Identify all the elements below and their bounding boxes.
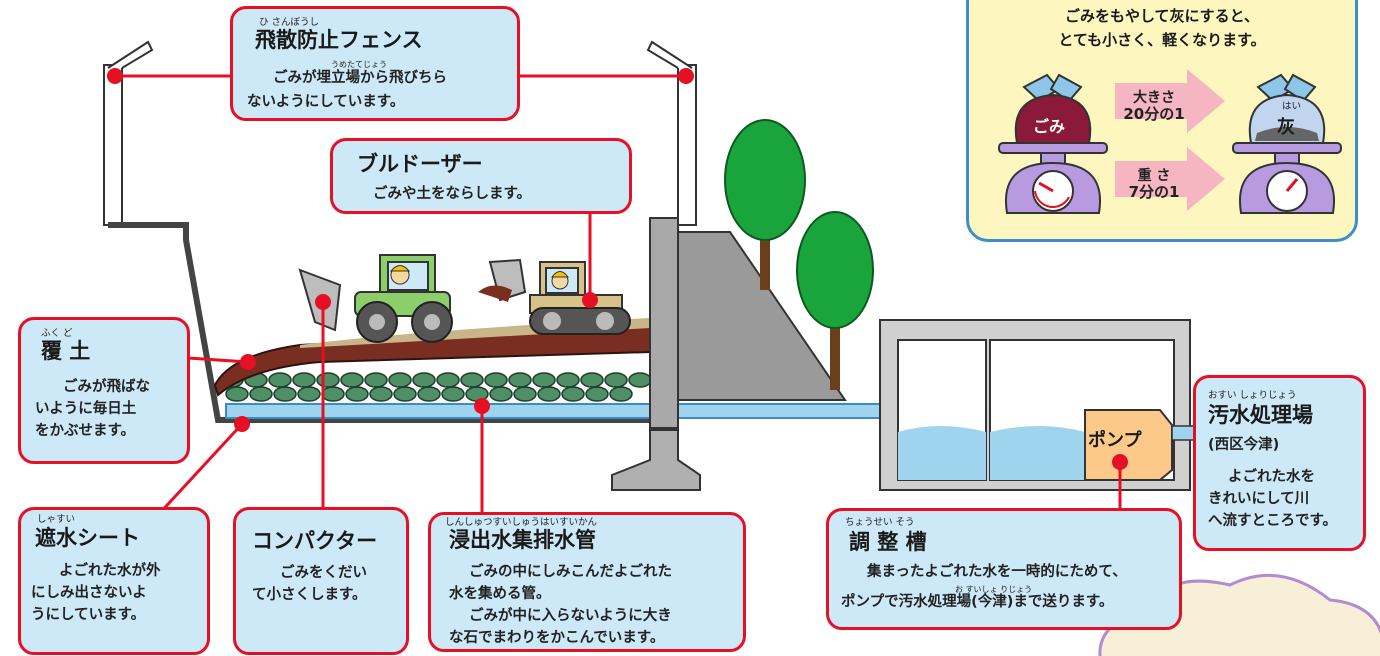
leachate-line3: ごみが中に入らないように大き	[469, 608, 672, 624]
tank-ruby2: お すいしょ りじょう	[955, 585, 1033, 594]
plant-ruby: おすい しょりじょう	[1208, 390, 1297, 401]
fence-body-ruby: うめたてじょう	[331, 60, 387, 69]
fence-line2: ないようにしています。	[247, 94, 405, 110]
bulldozer-title: ブルドーザー	[357, 152, 483, 176]
weight-value: 7分の1	[1128, 183, 1180, 201]
leachate-line1: ごみの中にしみこんだよごれた	[469, 564, 672, 580]
size-label: 大きさ	[1133, 90, 1175, 106]
bulldozer-vehicle	[478, 258, 631, 335]
connector-lines	[115, 74, 1122, 520]
bulldozer-line1: ごみや土をならします。	[373, 186, 532, 202]
plant-title: 汚水処理場	[1208, 403, 1313, 427]
compactor-vehicle	[298, 254, 453, 343]
tank-line2: ポンプで汚水処理場(今津)まで送ります。	[841, 594, 1114, 610]
cover-soil-title: 覆 土	[41, 339, 91, 363]
leachate-line4: な石でまわりをかこんでいます。	[449, 630, 665, 646]
scales-illustration	[998, 69, 1342, 214]
bulldozer-callout: ブルドーザー ごみや土をならします。	[330, 138, 632, 214]
size-value: 20分の1	[1123, 105, 1185, 123]
connector-dots	[107, 68, 1128, 470]
tree-lower	[796, 211, 874, 390]
cover-soil-line1: ごみが飛ばな	[63, 379, 150, 395]
ash-ruby: はい	[1282, 101, 1302, 112]
sheet-line1: よごれた水が外	[59, 563, 161, 579]
tank-line1: 集まったよごれた水を一時的にためて、	[867, 564, 1127, 580]
tank-callout: ちょうせい そう 調 整 槽 集まったよごれた水を一時的にためて、 お すいしょ…	[826, 508, 1182, 630]
fence-callout: ひ さんぼうし 飛散防止フェンス うめたてじょう ごみが埋立場から飛びちら ない…	[230, 6, 520, 121]
info-line2: とても小さく、軽くなります。	[1058, 31, 1266, 49]
sheet-callout: しゃすい 遮水シート よごれた水が外 にしみ出さないよ うにしています。	[18, 507, 210, 655]
tank-title: 調 整 槽	[849, 530, 927, 554]
plant-line2: きれいにして川	[1208, 491, 1310, 507]
leachate-line2: 水を集める管。	[449, 586, 551, 602]
cover-soil-ruby: ふく ど	[41, 328, 73, 339]
dam	[611, 217, 847, 491]
info-line1: ごみをもやして灰にすると、	[1064, 7, 1260, 25]
adjustment-tank	[879, 319, 1195, 491]
fence-title: 飛散防止フェンス	[255, 28, 423, 52]
incineration-info-box: ごみをもやして灰にすると、 とても小さく、軽くなります。 ごみ はい 灰 大きさ…	[966, 0, 1358, 242]
sheet-title: 遮水シート	[35, 526, 140, 550]
leachate-callout: しんしゅつすいしゅうはいすいかん 浸出水集排水管 ごみの中にしみこんだよごれた …	[428, 512, 746, 652]
sheet-line2: にしみ出さないよ	[31, 585, 147, 601]
fence-left	[103, 40, 154, 226]
fence-right	[646, 40, 697, 226]
plant-line1: よごれた水を	[1228, 469, 1315, 485]
leachate-ruby: しんしゅつすいしゅうはいすいかん	[445, 517, 598, 528]
plant-line3: へ流すところです。	[1208, 513, 1338, 529]
weight-label: 重 さ	[1137, 168, 1171, 184]
sheet-ruby: しゃすい	[37, 514, 76, 525]
pump-label: ポンプ	[1088, 430, 1142, 451]
cover-soil-line2: いように毎日土	[35, 401, 137, 417]
leachate-title: 浸出水集排水管	[449, 528, 596, 552]
cover-soil-callout: ふく ど 覆 土 ごみが飛ばな いように毎日土 をかぶせます。	[18, 317, 190, 464]
compactor-title: コンパクター	[252, 529, 378, 553]
stones-layer	[220, 372, 652, 402]
plant-subtitle: (西区今津)	[1208, 437, 1280, 453]
pit-wall	[108, 222, 650, 423]
garbage-label: ごみ	[1033, 117, 1066, 136]
compactor-callout: コンパクター ごみをくだい て小さくします。	[233, 507, 409, 655]
pipe-water	[225, 403, 896, 419]
cover-soil-line3: をかぶせます。	[35, 423, 136, 439]
fence-line1: ごみが埋立場から飛びちら	[273, 70, 447, 86]
tree-upper	[724, 119, 806, 290]
sheet-line3: うにしています。	[31, 607, 146, 623]
compactor-line1: ごみをくだい	[280, 565, 367, 581]
compactor-line2: て小さくします。	[252, 587, 367, 603]
tank-ruby: ちょうせい そう	[845, 517, 915, 528]
ash-label: 灰	[1277, 117, 1295, 138]
plant-callout: おすい しょりじょう 汚水処理場 (西区今津) よごれた水を きれいにして川 へ…	[1193, 375, 1366, 551]
fence-ruby: ひ さんぼうし	[259, 17, 320, 28]
